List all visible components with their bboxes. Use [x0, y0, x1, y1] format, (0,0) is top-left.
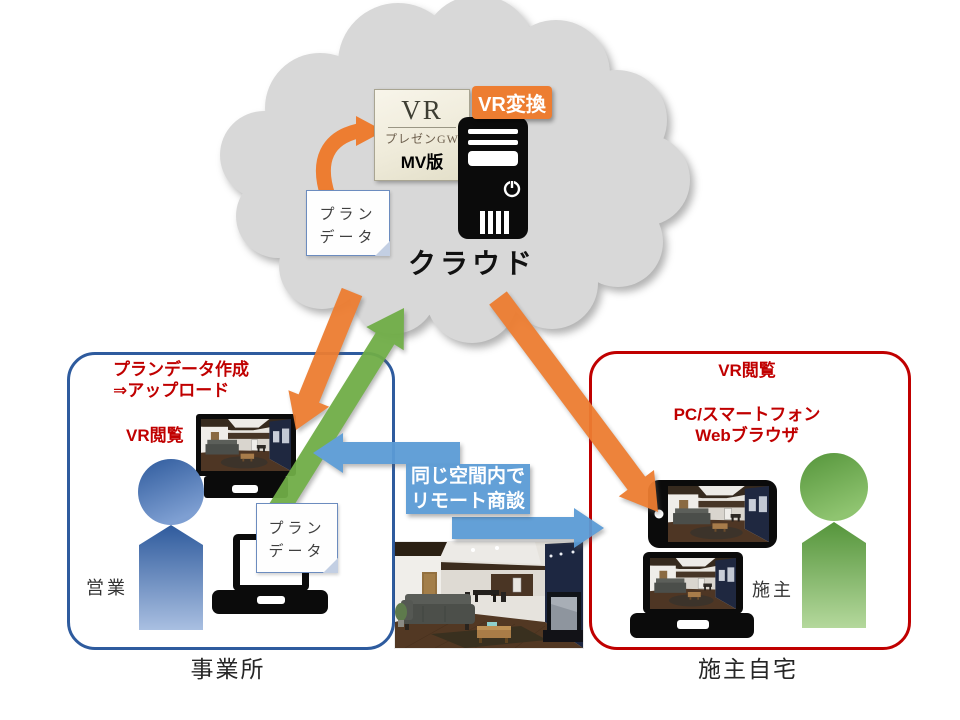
home-device-label: PC/スマートフォン Webブラウザ — [589, 404, 905, 447]
cloud-label: クラウド — [408, 248, 537, 279]
owner-person-icon — [800, 453, 868, 628]
plan-note-line1: プラン — [268, 520, 326, 537]
office-person-label: 営業 — [86, 578, 128, 598]
server-icon — [458, 117, 528, 239]
remote-session-label: 同じ空間内で リモート商談 — [406, 464, 530, 514]
vr-convert-badge: VR変換 — [472, 86, 552, 119]
laptop-icon — [630, 552, 754, 638]
monitor-icon — [196, 414, 296, 498]
home-device-line2: Webブラウザ — [695, 426, 799, 446]
home-caption: 施主自宅 — [698, 656, 798, 682]
plan-note-line2: データ — [268, 543, 326, 561]
plan-data-note-office: プラン データ — [256, 503, 338, 573]
vr-gateway-product: VR — [401, 95, 443, 125]
office-vr-view-label: VR閲覧 — [126, 426, 184, 445]
plan-note-line1: プラン — [319, 206, 377, 223]
vr-gateway-divider — [388, 127, 456, 128]
home-vr-view-label: VR閲覧 — [718, 361, 776, 380]
home-device-line1: PC/スマートフォン — [673, 405, 821, 424]
remote-session-line1: 同じ空間内で — [410, 466, 525, 487]
office-header: プランデータ作成 ⇒アップロード — [113, 359, 249, 402]
vr-room-photo — [395, 542, 583, 648]
vr-gateway-edition: MV版 — [400, 153, 444, 172]
note-fold-icon — [375, 241, 390, 256]
sales-person-icon — [138, 459, 204, 630]
vr-gateway-subtitle: プレゼンGW — [385, 132, 459, 146]
vr-room-thumbnail — [668, 486, 769, 542]
vr-gateway-box: VR プレゼンGW MV版 — [374, 89, 470, 181]
office-caption: 事業所 — [190, 656, 266, 682]
vr-room-thumbnail — [201, 419, 291, 471]
office-header-line1: プランデータ作成 — [113, 360, 249, 379]
office-header-line2: ⇒アップロード — [113, 381, 230, 401]
vr-room-thumbnail — [650, 558, 736, 609]
vr-convert-badge-label: VR変換 — [478, 94, 546, 116]
home-person-label: 施主 — [752, 580, 794, 600]
smartphone-icon — [648, 480, 777, 548]
plan-data-note-cloud: プラン データ — [306, 190, 390, 256]
note-fold-icon — [323, 558, 338, 573]
remote-session-line2: リモート商談 — [410, 491, 525, 512]
